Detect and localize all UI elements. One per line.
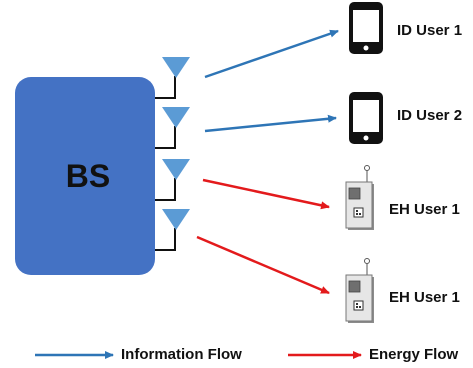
antennas: [162, 57, 190, 230]
user-label-eh-1: EH User 1: [389, 201, 460, 218]
legend-energy-label: Energy Flow: [369, 346, 459, 363]
smartphone-icon: [349, 2, 383, 54]
user-label-eh-2: EH User 1: [389, 289, 460, 306]
information-flow-arrow: [204, 114, 337, 133]
energy-flow-arrow: [196, 235, 330, 295]
information-flow-arrow: [204, 29, 339, 79]
energy-flow-arrow: [202, 178, 330, 210]
antenna-icon: [162, 159, 190, 180]
antenna-icon: [162, 107, 190, 128]
base-station-block: [15, 77, 155, 275]
legend-information-label: Information Flow: [121, 346, 242, 363]
antenna-icon: [162, 209, 190, 230]
energy-harvester-icon: [345, 165, 374, 230]
energy-harvester-icon: [345, 258, 374, 323]
user-label-id-2: ID User 2: [397, 107, 463, 124]
antenna-icon: [162, 57, 190, 78]
smartphone-icon: [349, 92, 383, 144]
user-label-id-1: ID User 1: [397, 22, 463, 39]
antenna-feeds: [155, 76, 176, 251]
base-station-label: BS: [65, 158, 111, 194]
